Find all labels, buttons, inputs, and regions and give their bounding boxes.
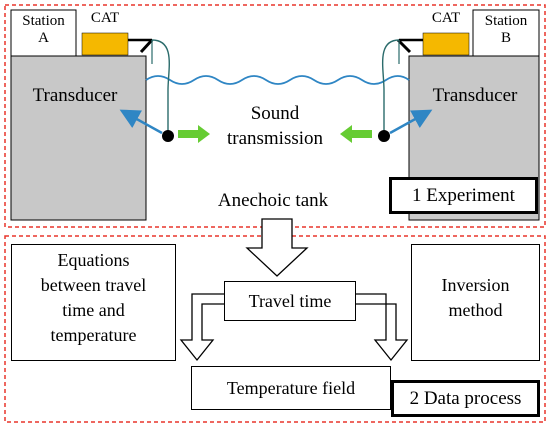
equations-line-1: Equations [57,250,130,270]
inversion-line-1: Inversion [441,275,510,295]
fork-arrow-left [179,293,224,362]
sound-transmission-line-2: transmission [226,128,324,149]
fork-arrow-right [356,293,409,362]
cable-left [151,39,170,136]
inversion-method-box: Inversion method [411,244,540,361]
inversion-line-2: method [448,300,503,320]
experiment-section-label: 1 Experiment [389,177,538,214]
cat-label-left: CAT [90,10,120,26]
connector-left-diag [139,38,154,54]
travel-time-box: Travel time [224,281,356,321]
cat-device-left [81,32,129,56]
station-b-label: Station B [473,13,539,48]
cat-device-right [422,32,470,56]
station-b-box [472,9,540,57]
transducer-block-left [10,55,147,221]
equations-line-2: between travel [40,275,147,295]
hydrophone-right-dot [378,130,390,142]
cable-right [381,39,400,136]
sound-arrow-right [178,125,210,143]
cat-label-right: CAT [431,10,461,26]
sound-arrow-left [340,125,372,143]
connector-right-diag [396,38,412,54]
sound-transmission-label: Sound transmission [205,101,345,151]
ray-arrow-right [389,109,433,135]
station-a-line-2: A [38,30,49,47]
transducer-label-right: Transducer [432,85,518,106]
station-b-line-1: Station [484,13,528,29]
flow-arrow-down [245,218,309,277]
water-surface-line [145,75,410,85]
equations-box: Equations between travel time and temper… [11,244,176,361]
equations-line-4: temperature [50,325,137,345]
transducer-label-left: Transducer [32,85,118,106]
hydrophone-left-dot [162,130,174,142]
station-a-line-1: Station [22,13,65,29]
anechoic-tank-label: Anechoic tank [217,190,329,211]
sound-transmission-line-1: Sound [250,103,300,124]
data-process-section-label: 2 Data process [391,380,540,417]
temperature-field-box: Temperature field [191,366,391,410]
station-a-box [10,9,77,57]
ray-arrow-left [119,109,163,135]
station-a-label: Station A [11,13,76,48]
equations-line-3: time and [62,300,125,320]
station-b-line-2: B [500,30,511,47]
